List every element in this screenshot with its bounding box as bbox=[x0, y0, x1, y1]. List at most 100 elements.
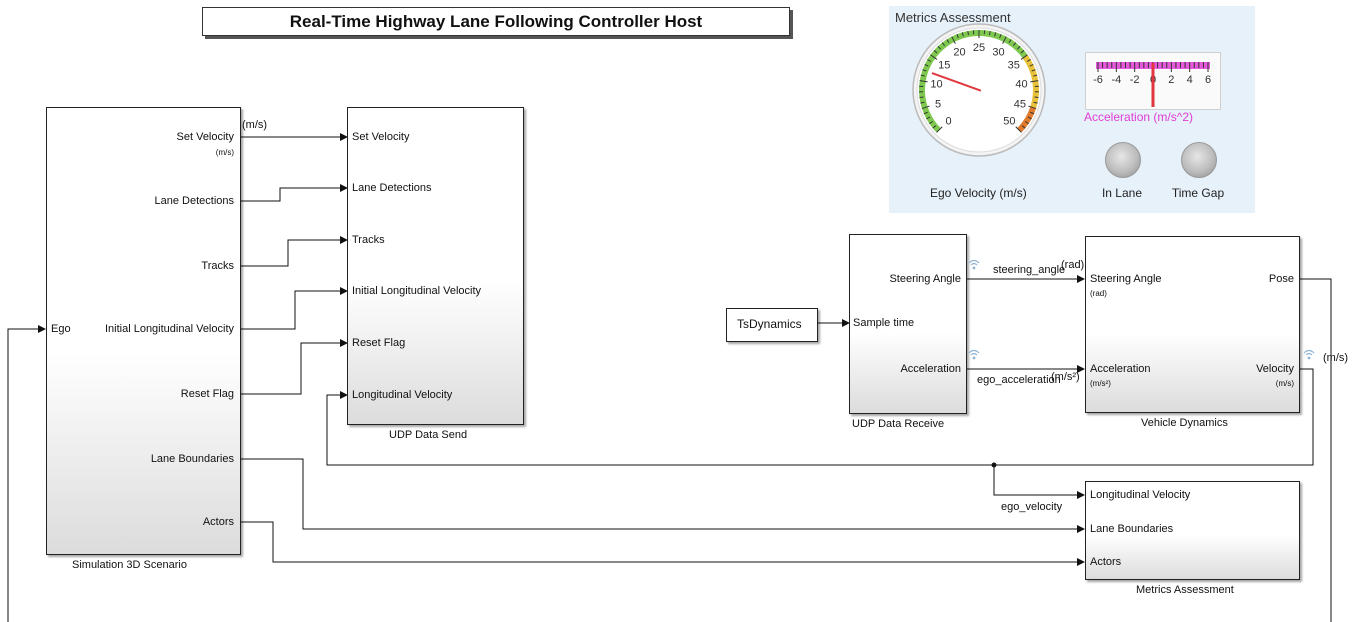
gauge-tick bbox=[951, 36, 956, 44]
gauge-tick-label: 6 bbox=[1205, 74, 1211, 86]
unit-steering-angle: (rad) bbox=[1090, 289, 1107, 298]
gauge-tick bbox=[1027, 116, 1032, 120]
gauge-tick bbox=[1031, 69, 1036, 72]
port-set-velocity: Set Velocity bbox=[176, 131, 234, 143]
simulation-3d-scenario-block[interactable] bbox=[46, 107, 241, 555]
gauge-tick bbox=[994, 32, 997, 37]
gauge-band bbox=[1017, 106, 1037, 133]
gauge-tick bbox=[1029, 64, 1034, 67]
gauge-tick bbox=[920, 74, 925, 77]
metrics-assessment-block[interactable] bbox=[1085, 481, 1300, 580]
vehicle-dynamics-block[interactable] bbox=[1085, 236, 1300, 413]
dashboard-title: Metrics Assessment bbox=[895, 10, 1011, 25]
velocity-needle bbox=[931, 72, 982, 92]
time-gap-lamp bbox=[1181, 142, 1217, 178]
port-in-acceleration: Acceleration bbox=[1090, 363, 1151, 375]
line-ego-velocity bbox=[993, 465, 1085, 499]
gauge-tick bbox=[946, 39, 950, 43]
port-lane-boundaries: Lane Boundaries bbox=[150, 453, 234, 465]
port-tracks: Tracks bbox=[201, 260, 234, 272]
line-actors bbox=[240, 521, 1085, 566]
gauge-tick-label: 45 bbox=[1014, 98, 1026, 110]
signal-velocity-unit: (m/s) bbox=[1323, 352, 1349, 364]
signal-ego-velocity: ego_velocity bbox=[1001, 501, 1063, 513]
gauge-tick-label: 2 bbox=[1168, 74, 1174, 86]
gauge-tick-label: -2 bbox=[1130, 74, 1140, 86]
signal-steering-angle: steering_angle bbox=[993, 264, 1066, 276]
time-gap-label: Time Gap bbox=[1171, 186, 1225, 200]
unit-acceleration: (m/s²) bbox=[1090, 379, 1111, 388]
gauge-tick bbox=[1012, 42, 1017, 47]
acceleration-gauge[interactable]: -6-4-20246 bbox=[1085, 52, 1221, 110]
test-point-icon bbox=[968, 259, 980, 270]
gauge-tick-label: 40 bbox=[1015, 78, 1027, 90]
gauge-tick bbox=[1030, 80, 1039, 83]
gauge-tick bbox=[1008, 39, 1012, 43]
port-in-reset-flag: Reset Flag bbox=[352, 337, 406, 349]
port-in-tracks: Tracks bbox=[352, 234, 385, 246]
block-name-sim3d: Simulation 3D Scenario bbox=[72, 559, 187, 571]
block-name-vehicle-dynamics: Vehicle Dynamics bbox=[1141, 417, 1228, 429]
gauge-tick-label: 20 bbox=[953, 47, 965, 59]
gauge-tick bbox=[1033, 101, 1038, 104]
port-in-sample-time: Sample time bbox=[853, 317, 915, 329]
gauge-tick-label: 15 bbox=[938, 60, 950, 72]
gauge-tick bbox=[941, 42, 946, 47]
gauge-tick bbox=[1026, 59, 1031, 62]
gauge-tick bbox=[921, 105, 930, 110]
gauge-tick bbox=[1025, 121, 1029, 125]
port-lane-detections: Lane Detections bbox=[154, 195, 235, 207]
line-ego-input bbox=[7, 325, 46, 622]
port-in-longitudinal-velocity: Longitudinal Velocity bbox=[352, 389, 453, 401]
signal-steering-unit: (rad) bbox=[1061, 259, 1085, 271]
line-tracks bbox=[240, 236, 348, 267]
gauge-tick bbox=[933, 49, 938, 54]
udp-data-send-block[interactable] bbox=[347, 107, 524, 425]
line-lane-detections bbox=[240, 184, 348, 202]
gauge-tick-label: 10 bbox=[930, 78, 942, 90]
port-out-acceleration: Acceleration bbox=[900, 363, 961, 375]
branch-point bbox=[991, 462, 997, 468]
line-lane-boundaries bbox=[240, 458, 1085, 533]
gauge-tick-label: -6 bbox=[1093, 74, 1103, 86]
gauge-tick bbox=[919, 80, 928, 83]
gauge-tick-label: 4 bbox=[1187, 74, 1193, 86]
gauge-tick bbox=[922, 69, 927, 72]
ts-dynamics-label: TsDynamics bbox=[737, 317, 802, 331]
port-ego: Ego bbox=[51, 323, 71, 335]
block-name-udp-send: UDP Data Send bbox=[389, 429, 468, 441]
ts-dynamics-block[interactable] bbox=[726, 308, 818, 342]
port-out-pose: Pose bbox=[1268, 273, 1294, 285]
port-in-initial-longitudinal-velocity: Initial Longitudinal Velocity bbox=[352, 285, 482, 297]
gauge-tick-label: 30 bbox=[992, 47, 1004, 59]
port-in-set-velocity: Set Velocity bbox=[352, 131, 410, 143]
test-point-icon bbox=[968, 349, 980, 360]
unit-velocity: (m/s) bbox=[1275, 379, 1294, 388]
in-lane-label: In Lane bbox=[1101, 186, 1143, 200]
in-lane-lamp bbox=[1105, 142, 1141, 178]
gauge-tick bbox=[999, 34, 1002, 39]
gauge-tick bbox=[937, 45, 942, 50]
block-name-udp-receive: UDP Data Receive bbox=[852, 418, 945, 430]
signal-ego-acceleration: ego_acceleration bbox=[977, 374, 1061, 386]
gauge-tick bbox=[989, 30, 991, 36]
gauge-tick bbox=[930, 54, 938, 60]
gauge-tick bbox=[920, 101, 925, 104]
udp-data-receive-block[interactable] bbox=[849, 234, 967, 414]
line-pose-loop bbox=[1298, 278, 1332, 622]
port-out-steering-angle: Steering Angle bbox=[889, 273, 961, 285]
velocity-gauge-label: Ego Velocity (m/s) bbox=[930, 186, 1027, 200]
port-in-lane-detections: Lane Detections bbox=[352, 182, 432, 194]
gauge-tick bbox=[1034, 96, 1039, 99]
port-in-lane-boundaries: Lane Boundaries bbox=[1090, 523, 1174, 535]
gauge-tick bbox=[924, 64, 929, 67]
signal-acceleration-unit: (m/s²) bbox=[1051, 371, 1080, 383]
port-initial-longitudinal-velocity: Initial Longitudinal Velocity bbox=[104, 323, 234, 335]
gauge-tick-label: -4 bbox=[1111, 74, 1121, 86]
gauge-tick bbox=[1002, 36, 1007, 44]
gauge-tick-label: 25 bbox=[973, 42, 985, 54]
gauge-tick bbox=[1028, 105, 1037, 110]
gauge-tick bbox=[927, 59, 932, 62]
